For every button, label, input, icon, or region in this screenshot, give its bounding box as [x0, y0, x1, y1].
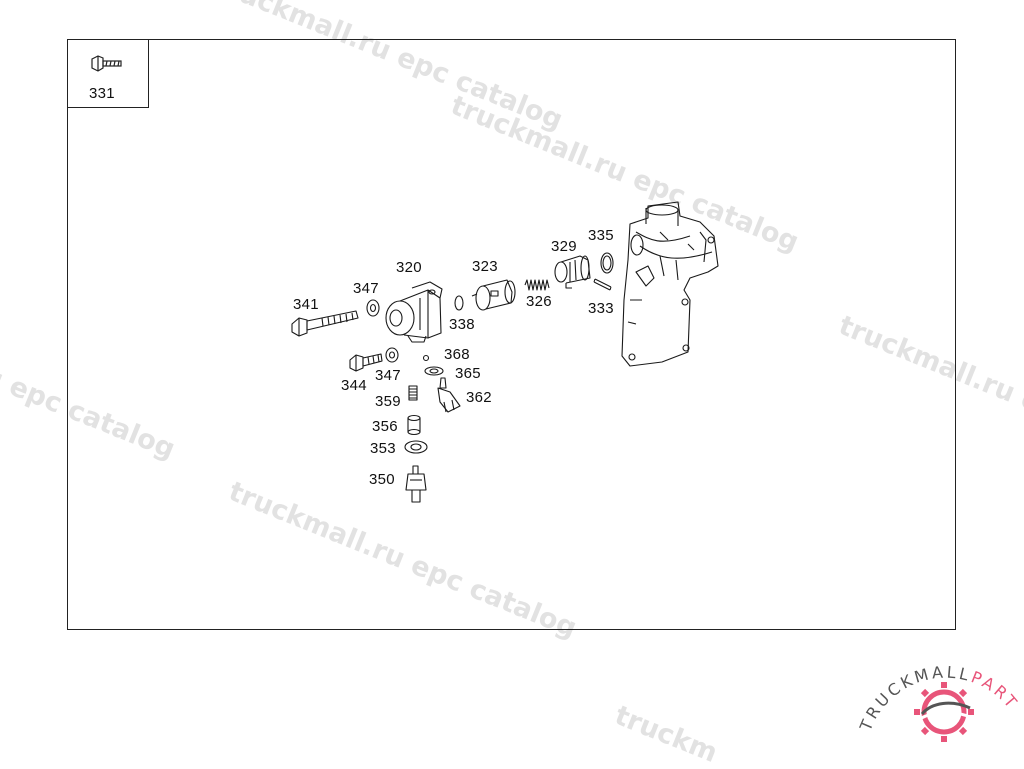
part-368-ball — [422, 354, 430, 362]
callout-356: 356 — [372, 418, 398, 435]
callout-326: 326 — [526, 293, 552, 310]
valve-body-casing — [621, 201, 719, 367]
callout-320: 320 — [396, 259, 422, 276]
gear-logo-icon — [914, 682, 974, 742]
part-347-washer — [366, 299, 380, 317]
part-320-housing — [385, 281, 443, 343]
callout-365: 365 — [455, 365, 481, 382]
callout-338: 338 — [449, 316, 475, 333]
part-341-bolt — [291, 310, 359, 337]
part-338-washer — [454, 295, 464, 311]
part-329-piston — [554, 255, 591, 289]
callout-347: 347 — [353, 280, 379, 297]
part-350-switch — [405, 465, 427, 503]
exploded-parts-drawing — [291, 201, 719, 503]
part-326-spring — [524, 279, 550, 291]
truckmallparts-logo[interactable]: TRUCKMALLPARTS — [852, 652, 1022, 747]
diagram-frame — [67, 39, 956, 630]
callout-353: 353 — [370, 440, 396, 457]
part-365-seal — [424, 366, 444, 376]
callout-335: 335 — [588, 227, 614, 244]
part-323-cylinder — [471, 279, 516, 311]
callout-323: 323 — [472, 258, 498, 275]
callout-350: 350 — [369, 471, 395, 488]
callout-347: 347 — [375, 367, 401, 384]
bolt-icon — [91, 55, 122, 72]
part-333-pin — [593, 278, 612, 291]
callout-368: 368 — [444, 346, 470, 363]
part-335-o-ring — [600, 252, 614, 274]
callout-359: 359 — [375, 393, 401, 410]
part-347-washer — [385, 347, 399, 363]
legend-box: 331 — [67, 39, 149, 108]
part-362-sensor — [437, 377, 461, 413]
part-344-bolt — [349, 353, 383, 372]
part-356-sleeve — [407, 414, 421, 436]
callout-333: 333 — [588, 300, 614, 317]
part-353-washer — [404, 440, 428, 454]
callout-341: 341 — [293, 296, 319, 313]
legend-part-number: 331 — [89, 85, 115, 102]
part-359-spring — [408, 385, 418, 401]
callout-344: 344 — [341, 377, 367, 394]
callout-362: 362 — [466, 389, 492, 406]
callout-329: 329 — [551, 238, 577, 255]
